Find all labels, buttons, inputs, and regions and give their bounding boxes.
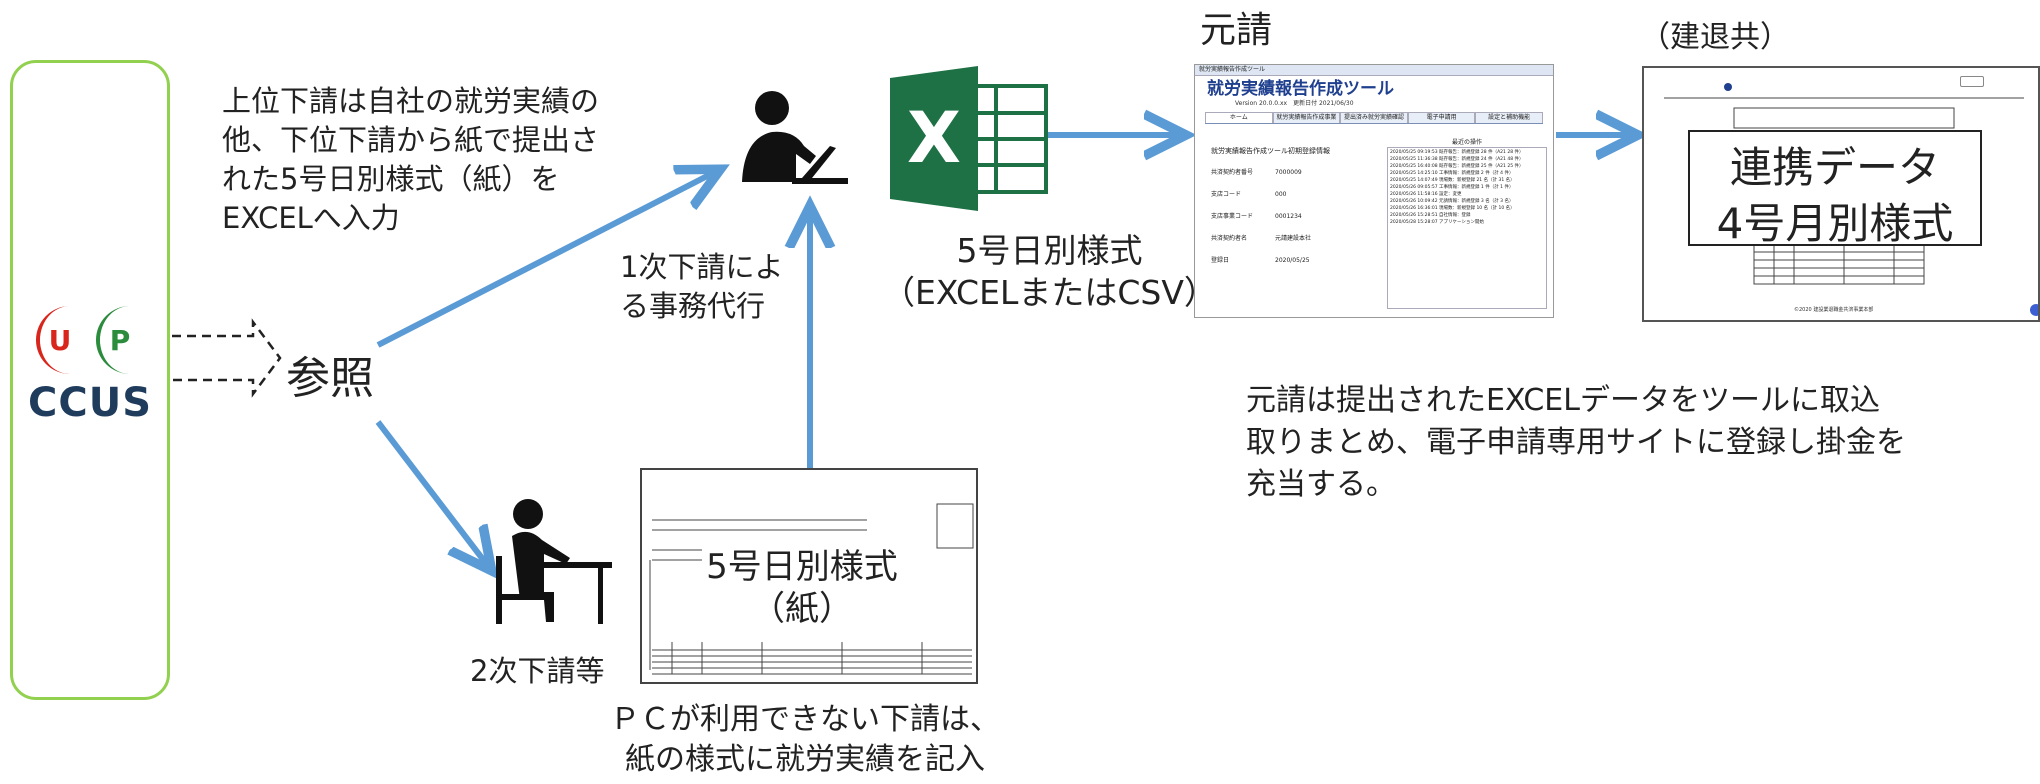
ccus-logo-mark: U P bbox=[35, 306, 140, 374]
tool-tab-e-application[interactable]: 電子申請用 bbox=[1407, 112, 1476, 123]
tool-field-label: 支店事業コード bbox=[1211, 213, 1254, 220]
person-writing-icon bbox=[494, 496, 614, 626]
reporting-tool-screenshot: 就労実績報告作成ツール 就労実績報告作成ツール Version 20.0.0.x… bbox=[1194, 64, 1554, 318]
tool-field-value: 7000009 bbox=[1275, 169, 1302, 176]
log-entry: 2020/05/26 15:28:51 自社情報：登録 bbox=[1390, 213, 1471, 218]
excel-letter: X bbox=[907, 97, 961, 179]
reference-label: 参照 bbox=[286, 353, 374, 404]
arrow-to-first-sub bbox=[376, 172, 715, 348]
logo-letter-p: P bbox=[110, 324, 131, 357]
tool-recent-log: 最近の操作 2020/05/25 09:19:53 既存報告：新規登録 28 件… bbox=[1387, 139, 1547, 309]
linked-data-callout: 連携データ 4号月別様式 bbox=[1688, 130, 1982, 248]
tool-tabs: ホーム 就労実績報告作成事業 提出済み就労実績確認 電子申請用 設定と補助機能 bbox=[1205, 112, 1543, 124]
tool-field-value: 000 bbox=[1275, 191, 1287, 198]
tool-field-value: 元請建設本社 bbox=[1275, 235, 1312, 242]
tool-field-header: 就労実績報告作成ツール初期登録情報 bbox=[1211, 147, 1330, 155]
log-entry: 2020/05/25 11:36:38 既存報告：新規登録 24 件（A21 4… bbox=[1390, 157, 1524, 162]
excel-icon: X bbox=[890, 66, 1050, 211]
ccus-logo-text: CCUS bbox=[28, 380, 152, 426]
tool-field-label: 支店コード bbox=[1211, 191, 1242, 198]
second-sub-label: 2次下請等 bbox=[470, 654, 605, 688]
tool-field-value: 0001234 bbox=[1275, 213, 1302, 220]
paper-form-document: 5号日別様式 （紙） bbox=[640, 468, 978, 684]
log-entry: 2020/05/26 16:36:01 現場数：新規登録 10 名（計 10 名… bbox=[1390, 206, 1515, 211]
tool-window-title: 就労実績報告作成ツール bbox=[1199, 66, 1266, 73]
paper-form-title: 5号日別様式 （紙） bbox=[702, 546, 902, 630]
log-entry: 2020/05/25 09:19:53 既存報告：新規登録 28 件（A21 2… bbox=[1390, 150, 1524, 155]
first-sub-label: 1次下請によ る事務代行 bbox=[620, 250, 784, 323]
tool-log-title: 最近の操作 bbox=[1451, 139, 1482, 146]
ccus-reference-arrow bbox=[172, 318, 282, 398]
log-entry: 2020/05/25 14:25:10 工事情報：新規登録 2 件（計 4 件） bbox=[1390, 171, 1514, 176]
tool-field-label: 共済契約者名 bbox=[1211, 235, 1248, 242]
tool-window-titlebar: 就労実績報告作成ツール bbox=[1195, 65, 1553, 76]
kentai-logout-button[interactable] bbox=[1960, 76, 1984, 87]
log-entry: 2020/05/25 16:40:08 既存報告：新規登録 25 件（A21 2… bbox=[1390, 164, 1524, 169]
kentai-label: （建退共） bbox=[1640, 20, 1790, 55]
tool-tab-submitted[interactable]: 提出済み就労実績確認 bbox=[1340, 112, 1408, 123]
tool-version: Version 20.0.0.xx 更新日付 2021/06/30 bbox=[1235, 100, 1354, 107]
motouke-note: 元請は提出されたEXCELデータをツールに取込 取りまとめ、電子申請専用サイトに… bbox=[1246, 383, 1906, 502]
tool-tab-create[interactable]: 就労実績報告作成事業 bbox=[1272, 112, 1341, 123]
log-entry: 2020/05/28 15:28:07 アプリケーション開始 bbox=[1390, 220, 1484, 225]
log-entry: 2020/05/26 10:09:42 元請情報：新規登録 3 名（計 3 名） bbox=[1390, 199, 1514, 204]
logo-letter-u: U bbox=[49, 324, 72, 357]
kentai-logo-icon bbox=[1724, 83, 1732, 91]
tool-tab-home[interactable]: ホーム bbox=[1205, 112, 1273, 123]
tool-field-label: 登録日 bbox=[1211, 257, 1230, 264]
excel-caption: 5号日別様式 （EXCELまたはCSV） bbox=[882, 231, 1217, 312]
person-laptop-icon bbox=[732, 86, 852, 186]
log-entry: 2020/05/26 11:58:16 設定：変更 bbox=[1390, 192, 1462, 197]
motouke-label: 元請 bbox=[1200, 10, 1273, 51]
tool-info-fields: 就労実績報告作成ツール初期登録情報 共済契約者番号 7000009 支店コード 00… bbox=[1211, 147, 1381, 265]
tool-log-box: 2020/05/25 09:19:53 既存報告：新規登録 28 件（A21 2… bbox=[1387, 147, 1547, 309]
tool-field-value: 2020/05/25 bbox=[1275, 257, 1310, 264]
log-entry: 2020/05/26 09:05:57 工事情報：新規登録 1 件（計 1 件） bbox=[1390, 185, 1514, 190]
tool-tab-settings[interactable]: 設定と補助機能 bbox=[1475, 112, 1543, 123]
ccus-logo: U P CCUS bbox=[22, 300, 172, 440]
kentai-footer: ©2020 建設業退職金共済事業本部 bbox=[1794, 307, 1874, 313]
pc-unavailable-note: ＰＣが利用できない下請は、 紙の様式に就労実績を記入 bbox=[610, 702, 1000, 777]
tool-title: 就労実績報告作成ツール bbox=[1207, 79, 1394, 99]
upper-sub-description: 上位下請は自社の就労実績の 他、下位下請から紙で提出さ れた5号日別様式（紙）を… bbox=[222, 84, 600, 235]
log-entry: 2020/05/25 14:07:49 現場数：新規登録 21 名（計 31 名… bbox=[1390, 178, 1515, 183]
ccus-panel bbox=[10, 60, 170, 700]
arrow-to-second-sub bbox=[375, 420, 488, 566]
kentai-header-bar bbox=[1724, 76, 2024, 91]
tool-field-label: 共済契約者番号 bbox=[1211, 169, 1254, 176]
